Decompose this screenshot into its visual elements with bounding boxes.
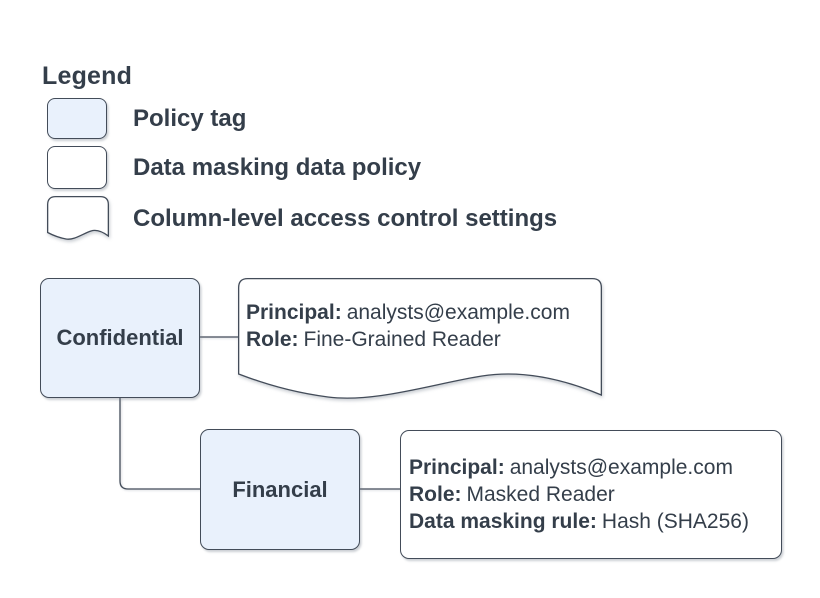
- principal-value: analysts@example.com: [346, 301, 570, 324]
- node-confidential-policy-tag: Confidential: [40, 278, 200, 398]
- node-fine-grained-access-settings: Principal:analysts@example.com Role:Fine…: [238, 278, 602, 402]
- legend-label-access-control: Column-level access control settings: [133, 204, 558, 232]
- masking-rule-line: Data masking rule:Hash (SHA256): [409, 508, 781, 535]
- role-key: Role:: [246, 328, 299, 351]
- principal-key: Principal:: [246, 301, 342, 324]
- masking-rule-value: Hash (SHA256): [601, 510, 749, 533]
- principal-key: Principal:: [409, 456, 505, 479]
- principal-line: Principal:analysts@example.com: [409, 454, 781, 481]
- principal-value: analysts@example.com: [509, 456, 733, 479]
- legend-title: Legend: [42, 62, 133, 90]
- legend-row-policy-tag: Policy tag: [47, 98, 246, 139]
- confidential-label: Confidential: [56, 325, 184, 350]
- policy-tag-swatch-icon: [47, 98, 107, 139]
- legend-row-data-policy: Data masking data policy: [47, 146, 421, 189]
- role-line: Role:Masked Reader: [409, 481, 781, 508]
- principal-line: Principal:analysts@example.com: [246, 299, 570, 326]
- role-value: Fine-Grained Reader: [303, 328, 501, 351]
- legend-label-data-policy: Data masking data policy: [133, 153, 422, 181]
- node-masked-reader-data-policy: Principal:analysts@example.com Role:Mask…: [400, 430, 782, 559]
- role-value: Masked Reader: [466, 483, 615, 506]
- document-shape: [238, 278, 602, 399]
- access-control-swatch-icon: [47, 196, 109, 240]
- role-line: Role:Fine-Grained Reader: [246, 326, 570, 353]
- legend-row-access-control: Column-level access control settings: [47, 196, 557, 241]
- role-key: Role:: [409, 483, 462, 506]
- legend-label-policy-tag: Policy tag: [133, 104, 247, 132]
- edge-confidential-to-financial: [119, 398, 200, 490]
- node-financial-policy-tag: Financial: [200, 429, 360, 550]
- masked-policy-text: Principal:analysts@example.com Role:Mask…: [401, 454, 781, 535]
- fine-grained-policy-text: Principal:analysts@example.com Role:Fine…: [246, 299, 570, 353]
- financial-label: Financial: [232, 476, 328, 502]
- data-policy-swatch-icon: [47, 146, 107, 189]
- masking-rule-key: Data masking rule:: [409, 510, 597, 533]
